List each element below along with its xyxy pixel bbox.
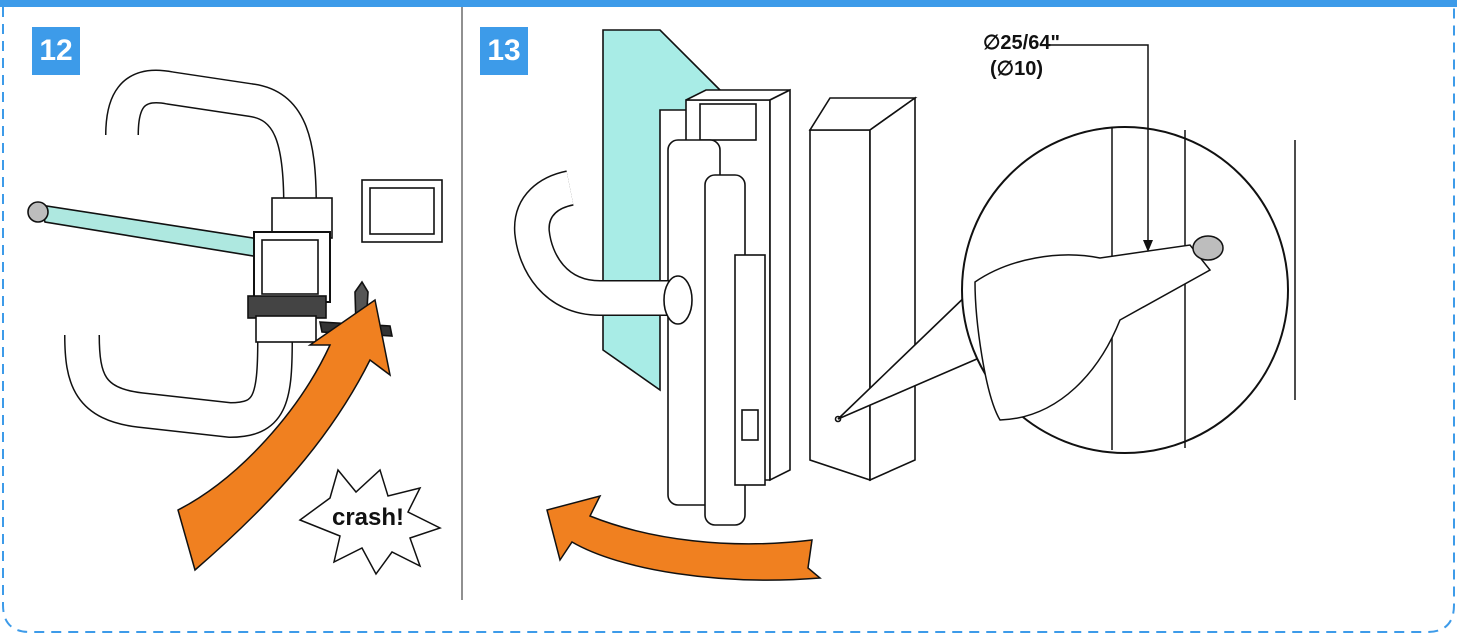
step-13-arrow [546, 494, 822, 581]
latch-plate [734, 254, 766, 486]
step13-handle-fill [515, 171, 670, 315]
spindle-ball [27, 201, 49, 223]
lower-handle-fill [65, 334, 292, 437]
hub-inner [261, 239, 319, 295]
crash-burst [298, 468, 442, 576]
drill-diameter-inch: ∅25/64" [983, 32, 1060, 54]
step-12-illustration [27, 69, 443, 439]
step-13-illustration [513, 29, 994, 526]
step-12-badge: 12 [32, 27, 80, 75]
dimension-arrowhead [1143, 240, 1153, 252]
magnified-detail [974, 128, 1296, 450]
hub-lower [255, 315, 317, 343]
latch-bolt [741, 409, 759, 441]
top-frame-bar [0, 0, 1457, 7]
small-part-inner [369, 187, 435, 235]
upper-handle-fill [106, 71, 316, 206]
step-13-badge: 13 [480, 27, 528, 75]
frame-profile-opening [699, 103, 757, 141]
frame-profile-side [769, 88, 791, 482]
hub-plate [247, 295, 327, 319]
handle-rose [663, 275, 693, 325]
crash-label: crash! [331, 504, 405, 531]
step-12-arrow [177, 298, 392, 572]
keeper-post-side [869, 96, 916, 482]
keeper-post [809, 129, 871, 482]
drill-diameter-mm: (∅10) [990, 58, 1043, 80]
dimension-leader [1040, 44, 1149, 245]
